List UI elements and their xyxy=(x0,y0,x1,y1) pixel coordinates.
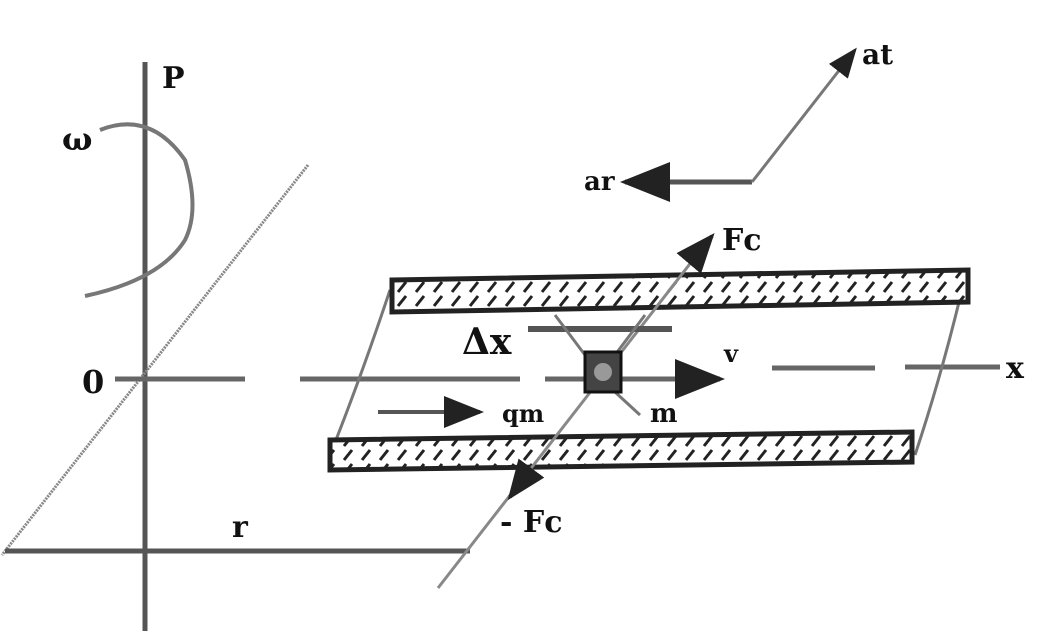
neg-coriolis-force-label: - Fc xyxy=(500,505,562,540)
fluid-element xyxy=(553,314,647,417)
omega-rotation-arc xyxy=(84,122,195,298)
velocity-label: v xyxy=(723,339,739,368)
mass-label: m xyxy=(650,399,678,429)
pipe-top-wall xyxy=(389,267,971,315)
fc-arrow xyxy=(676,232,715,274)
omega-label: ω xyxy=(62,120,92,158)
coriolis-force-line xyxy=(436,237,712,589)
neg-fc-arrow xyxy=(507,458,545,501)
pipe-left-edge xyxy=(328,289,392,456)
x-axis-centerline xyxy=(115,359,1000,399)
p-axis-label: P xyxy=(162,61,185,96)
delta-x-label: Δx xyxy=(462,321,512,363)
coriolis-force-label: Fc xyxy=(722,223,762,258)
radial-accel-label: ar xyxy=(584,167,615,197)
rotating-plane-line xyxy=(0,164,310,556)
acceleration-vectors xyxy=(620,47,857,202)
x-axis-label: x xyxy=(1006,351,1025,386)
pipe-bottom-wall xyxy=(327,429,915,473)
origin-label: 0 xyxy=(82,363,104,401)
tangential-accel-label: at xyxy=(862,38,893,71)
mass-flow-label: qm xyxy=(502,399,544,428)
radius-label: r xyxy=(232,510,249,545)
pipe-right-edge xyxy=(913,297,962,456)
